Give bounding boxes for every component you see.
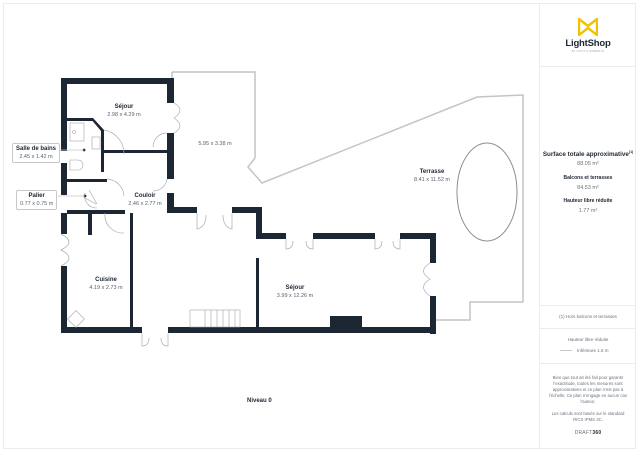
room-couloir: Couloir 2.46 x 2.77 m: [128, 192, 161, 208]
room-name: Salle de bains: [16, 146, 57, 152]
info-panel: LightShop BY LIGHT & MOMENTS Surface tot…: [539, 4, 636, 449]
balconies-label: Balcons et terrasses: [563, 175, 613, 181]
room-dimensions: 5.95 x 3.38 m: [198, 141, 232, 147]
room-terrace-small: 5.95 x 3.38 m: [198, 140, 231, 148]
balconies-value: 84.53 m²: [577, 185, 599, 191]
room-dimensions: 2.45 x 1.42 m: [19, 154, 53, 160]
legend-line-swatch: [560, 350, 572, 351]
standard-text: Les calculs sont basés sur le standard R…: [551, 411, 625, 422]
room-dimensions: 4.19 x 2.73 m: [89, 285, 123, 291]
credit-suffix: 360: [592, 430, 602, 436]
room-name: Séjour: [285, 285, 305, 291]
disclaimer-section: Bien que tout ait été fait pour garantir…: [540, 364, 636, 449]
room-sejour-small: Séjour 2.98 x 4.29 m: [107, 103, 140, 119]
room-terrasse: Terrasse 8.41 x 11.52 m: [414, 168, 450, 184]
footnote-section: (1) Hors balcons et terrasses: [540, 306, 636, 329]
room-dimensions: 3.99 x 12.26 m: [276, 293, 314, 299]
legend-item: Inférieure 1.5 m: [560, 348, 609, 353]
area-summary: Surface totale approximative(1) 88.05 m²…: [540, 67, 636, 306]
room-sejour-large: Séjour 3.99 x 12.26 m: [277, 284, 313, 300]
terrace-outline: [171, 71, 524, 321]
room-name: Cuisine: [95, 277, 117, 283]
total-area-label-text: Surface totale approximative: [542, 151, 629, 159]
page-frame: [3, 3, 636, 449]
lightshop-logo-icon: [578, 18, 598, 36]
total-area-value: 88.05 m²: [577, 161, 599, 167]
fixtures: [67, 122, 101, 328]
room-dimensions: 8.41 x 11.52 m: [414, 177, 450, 183]
legend-title: Hauteur libre réduite: [567, 337, 609, 342]
room-dimensions: 2.98 x 4.29 m: [107, 112, 141, 118]
room-dimensions: 0.77 x 0.75 m: [20, 201, 54, 207]
legend-section: Hauteur libre réduite Inférieure 1.5 m: [540, 329, 636, 364]
reduced-height-label: Hauteur libre réduite: [563, 198, 613, 204]
level-label: Niveau 0: [247, 398, 272, 404]
room-palier: Palier 0.77 x 0.75 m: [16, 190, 58, 210]
credit-line: DRAFT360: [540, 430, 636, 436]
room-name: Terrasse: [419, 169, 445, 175]
brand-tagline: BY LIGHT & MOMENTS: [571, 50, 605, 53]
room-name: Palier: [28, 193, 45, 199]
room-name: Séjour: [114, 104, 134, 110]
walls: [61, 78, 436, 334]
footnote-mark: (1): [628, 150, 634, 154]
room-name: Couloir: [134, 193, 156, 199]
room-salle-de-bains: Salle de bains 2.45 x 1.42 m: [12, 143, 61, 163]
disclaimer-text: Bien que tout ait été fait pour garantir…: [548, 375, 628, 404]
floor-plan: Séjour 2.98 x 4.29 m Salle de bains 2.45…: [4, 4, 539, 449]
room-dimensions: 2.46 x 2.77 m: [128, 201, 162, 207]
stairs: [84, 189, 241, 328]
reduced-height-value: 1.77 m²: [578, 208, 598, 214]
credit-prefix: DRAFT: [574, 430, 593, 436]
logo-section: LightShop BY LIGHT & MOMENTS: [540, 4, 636, 67]
floor-plan-drawing: [56, 71, 524, 347]
legend-item-label: Inférieure 1.5 m: [577, 348, 609, 353]
brand-name: LightShop: [565, 38, 611, 49]
doors: [60, 102, 431, 347]
room-cuisine: Cuisine 4.19 x 2.73 m: [89, 276, 122, 292]
footnote-text: (1) Hors balcons et terrasses: [559, 314, 617, 319]
total-area-label: Surface totale approximative(1): [540, 150, 636, 158]
